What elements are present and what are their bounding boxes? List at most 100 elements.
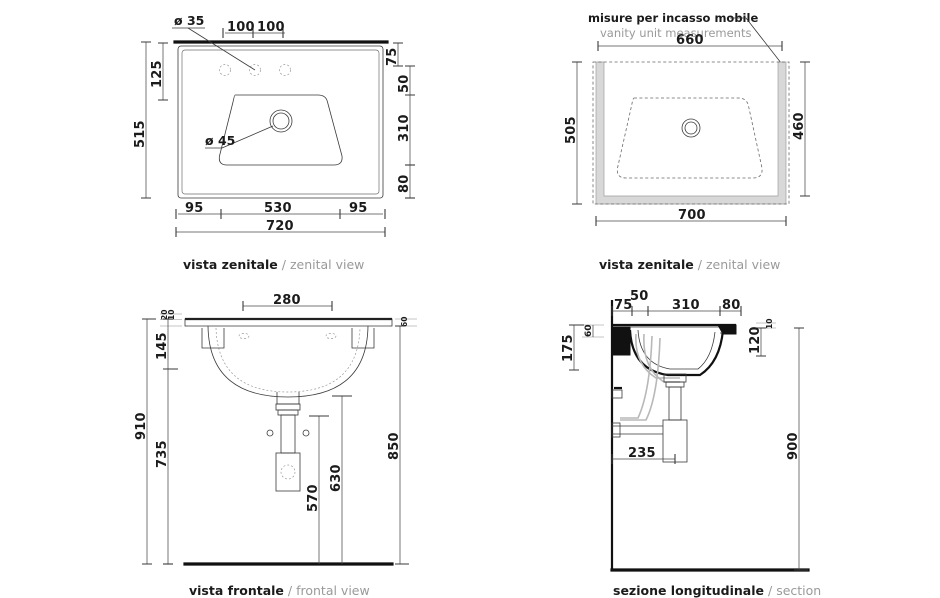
- dim-right-310: 310: [397, 114, 412, 142]
- dim-left-small-group: 60: [582, 324, 604, 338]
- dim-top-660: 660: [676, 33, 704, 48]
- dim-top-100-b: 100: [257, 20, 285, 35]
- dim-left-145: 145: [155, 332, 170, 360]
- caption-en: zenital view: [705, 257, 781, 272]
- dim-right-120-group: 120: [748, 326, 766, 357]
- drain-pipe: [280, 414, 296, 454]
- basin-section-inner: [637, 329, 716, 370]
- dim-left-group: 125 515: [133, 41, 168, 199]
- dim-right-10: 10: [765, 319, 774, 329]
- dim-inner-630: 630: [329, 464, 344, 492]
- dim-right-120: 120: [748, 326, 763, 354]
- vanity-frame-shape: [595, 61, 787, 205]
- dim-bottom-group: 700: [595, 208, 787, 226]
- dim-top-100-a: 100: [227, 20, 255, 35]
- dim-right-small-group: 60: [395, 317, 417, 327]
- leader-line-tap-hole: [187, 27, 256, 71]
- tap-hole-left: [219, 64, 231, 76]
- basin-outline-dashed: [592, 61, 790, 205]
- dim-top-75: 75: [614, 298, 633, 313]
- tap-hole-center: [249, 64, 261, 76]
- counter-edge-profile: [614, 326, 737, 334]
- caption-zenital-top-left: vista zenitale / zenital view: [183, 257, 364, 272]
- tap-hole-right: [279, 64, 291, 76]
- dim-right-460: 460: [792, 112, 807, 140]
- drain-collar-1: [275, 403, 301, 411]
- dim-top-50: 50: [630, 289, 649, 304]
- dim-right-900: 900: [786, 432, 801, 460]
- dim-bottom-720: 720: [266, 219, 294, 234]
- dim-right-60: 60: [400, 317, 409, 327]
- dim-left-60: 60: [584, 324, 594, 337]
- view-zenital-top-left: ø 35 ø 45 100 100 125 515: [130, 8, 440, 258]
- drain-collar-2: [277, 409, 299, 416]
- caption-en: zenital view: [289, 257, 365, 272]
- basin-underside-dashed: [215, 327, 361, 393]
- zenital-top-right-drawing: misure per incasso mobile vanity unit me…: [564, 11, 810, 226]
- zenital-top-left-drawing: ø 35 ø 45 100 100 125 515: [133, 13, 415, 237]
- bracket-left: [201, 328, 225, 349]
- dim-bottom-530: 530: [264, 201, 292, 216]
- drain-inner-circle: [272, 112, 290, 130]
- label-tap-hole-diameter: ø 35: [174, 13, 204, 28]
- view-section-bottom-right: 75 50 310 80 60 175 10: [560, 289, 900, 588]
- view-zenital-top-right: misure per incasso mobile vanity unit me…: [560, 8, 900, 258]
- drain-outer-circle: [269, 109, 293, 133]
- dim-left-20: 20: [160, 310, 169, 320]
- dim-bottom-outer-group: 720: [175, 219, 386, 237]
- dim-bottom-235: 235: [628, 446, 656, 461]
- dim-top-group: 100 100: [222, 20, 285, 38]
- dim-left-group: 505: [564, 61, 582, 205]
- dim-left-145-group: 145: [155, 318, 178, 370]
- dim-top-80: 80: [722, 298, 741, 313]
- dim-top-group: 280: [242, 293, 333, 311]
- caption-zenital-top-right: vista zenitale / zenital view: [599, 257, 780, 272]
- wall-fitting-left: [266, 429, 274, 437]
- dim-left-735-group: 735: [155, 369, 173, 565]
- basin-bowl-dashed: [616, 97, 763, 179]
- dim-right-group: 75 50 310 80: [385, 42, 415, 199]
- overflow-hole-right: [325, 333, 337, 339]
- dim-top-group: 75 50 310 80: [611, 289, 742, 316]
- dim-bottom-95-left: 95: [185, 201, 204, 216]
- waste-wall-fitting: [611, 422, 621, 438]
- dim-left-735: 735: [155, 440, 170, 468]
- dim-inner-group: 570 630: [306, 395, 352, 564]
- dim-right-850-group: 850: [387, 325, 409, 565]
- dim-left-505: 505: [564, 116, 579, 144]
- dim-right-850: 850: [387, 432, 402, 460]
- siphon-detail: [280, 464, 296, 480]
- dim-bottom-700: 700: [678, 208, 706, 223]
- dim-right-75: 75: [385, 48, 400, 67]
- supply-pipe-1: [635, 333, 680, 379]
- basin-outer-rect: [177, 45, 384, 199]
- dim-left-10: 10: [167, 310, 176, 320]
- note-vanity-en: vanity unit measurements: [600, 26, 751, 40]
- dim-bottom-group: 235: [611, 446, 676, 464]
- drain-tailpiece: [668, 386, 682, 421]
- dim-top-280: 280: [273, 293, 301, 308]
- leader-line-vanity-note: [730, 17, 786, 69]
- dim-left-125: 125: [150, 60, 165, 88]
- basin-underside-arc: [207, 325, 369, 398]
- dim-left-small-group: 20 10: [160, 310, 182, 327]
- caption-it: vista zenitale: [599, 257, 694, 272]
- dim-bottom-inner-group: 95 530 95: [175, 201, 386, 219]
- section-bottom-right-drawing: 75 50 310 80 60 175 10: [561, 289, 810, 572]
- caption-sep: /: [281, 257, 286, 272]
- dim-bottom-95-right: 95: [349, 201, 368, 216]
- leader-line-drain: [221, 125, 274, 149]
- wall-fitting-right: [302, 429, 310, 437]
- caption-it: vista zenitale: [183, 257, 278, 272]
- siphon-body: [275, 452, 301, 492]
- view-frontal-bottom-left: 280 20 10 145 735: [130, 292, 440, 588]
- frontal-bottom-left-drawing: 280 20 10 145 735: [134, 293, 417, 566]
- basin-inner-rect: [181, 49, 380, 195]
- dim-top-310: 310: [672, 298, 700, 313]
- note-vanity-it: misure per incasso mobile: [588, 11, 758, 25]
- supply-pipe-3: [620, 335, 653, 419]
- supply-pipe-4: [620, 337, 661, 421]
- drain-outer-circle: [681, 118, 701, 138]
- dim-right-50: 50: [397, 75, 412, 94]
